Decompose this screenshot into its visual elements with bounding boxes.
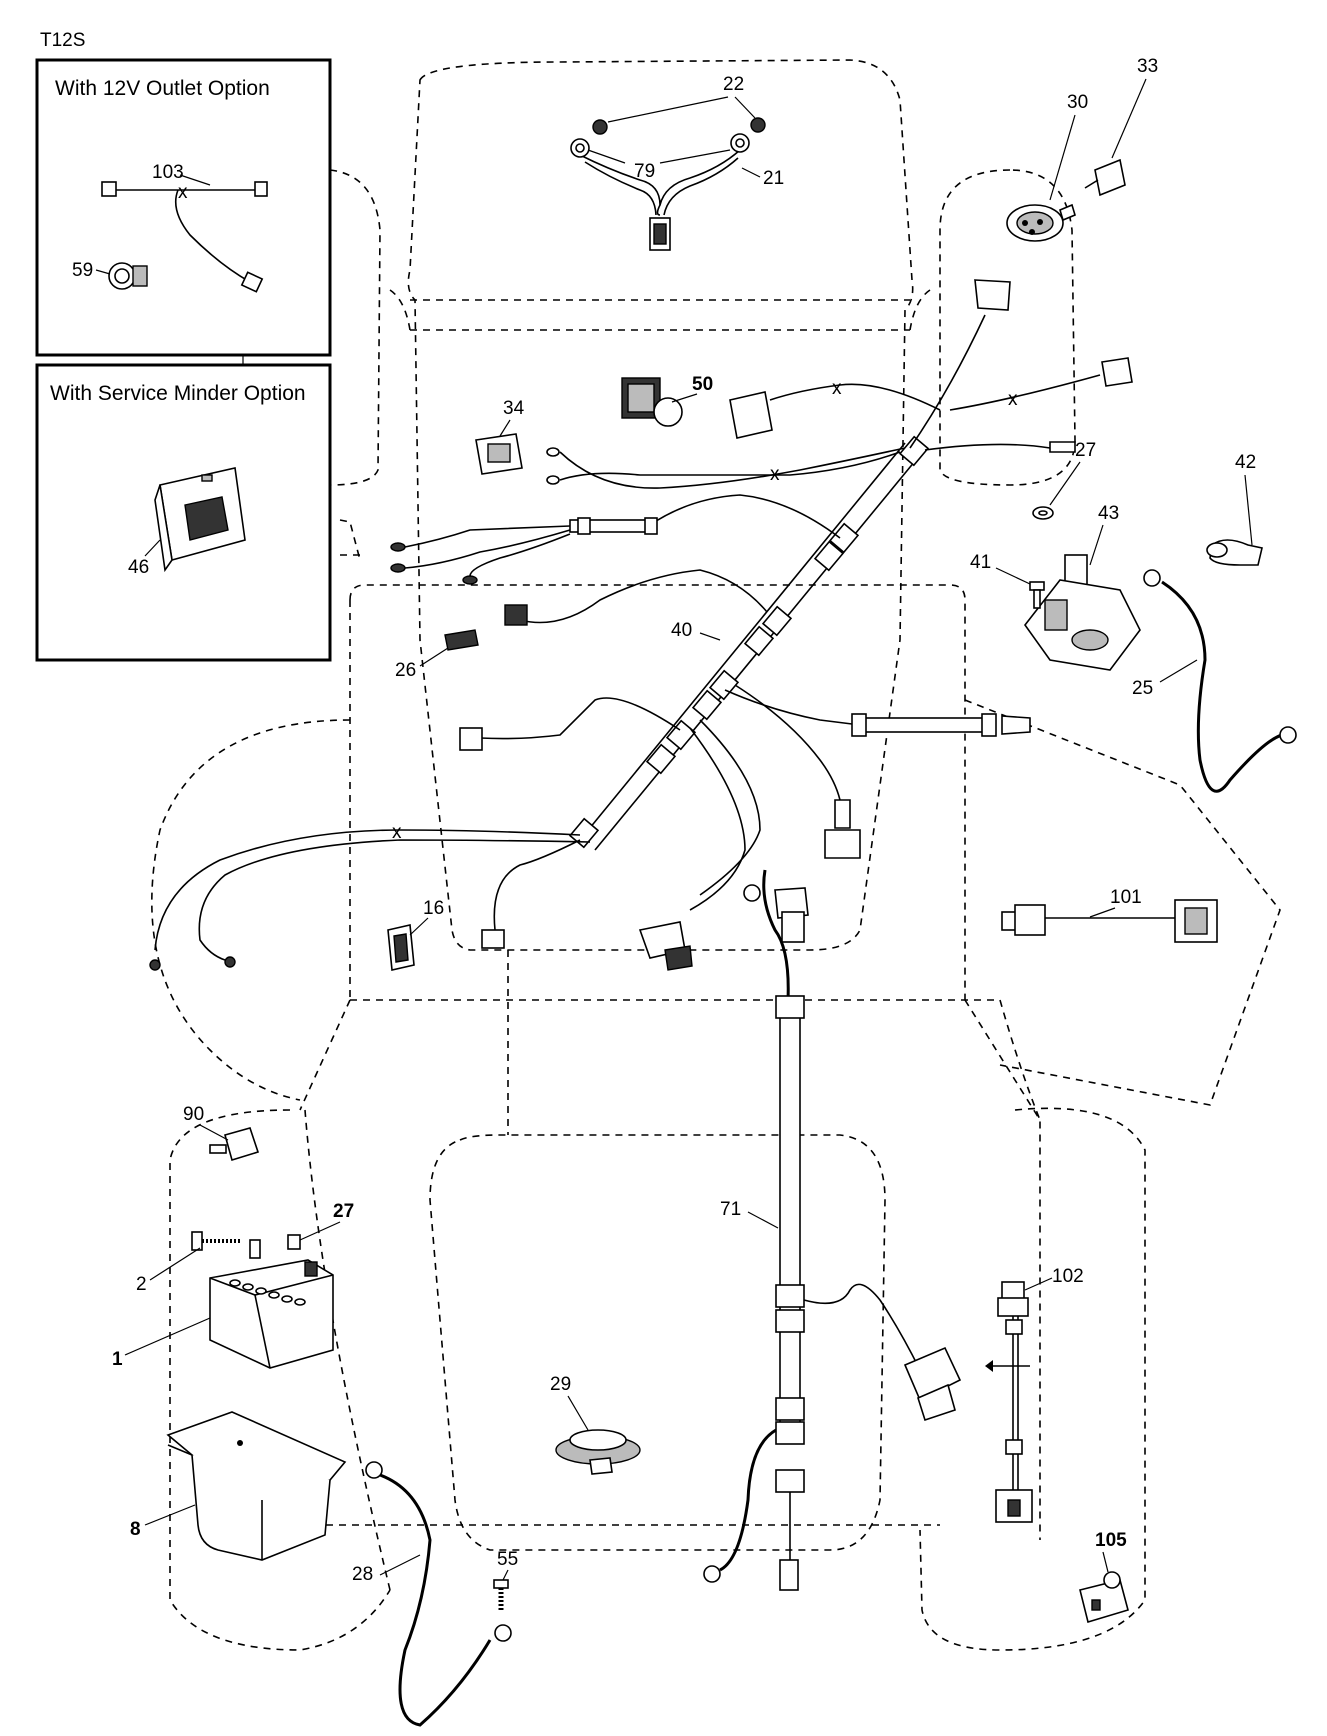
svg-text:x: x [832, 378, 842, 399]
callout-16: 16 [423, 898, 444, 919]
cable-28 [365, 1461, 512, 1727]
battery-tray-8-icon [166, 1411, 347, 1561]
inset-service-minder-option: With Service Minder Option 46 [35, 363, 332, 662]
svg-text:x: x [770, 464, 780, 485]
callout-105: 105 [1095, 1530, 1127, 1551]
switch-34-icon [475, 433, 523, 475]
relay-16-icon [387, 924, 415, 971]
callout-29: 29 [550, 1374, 571, 1395]
cable-25 [1143, 569, 1297, 793]
relay-105-icon [1079, 1571, 1129, 1624]
callout-79: 79 [634, 161, 655, 182]
inset-title-outlet: With 12V Outlet Option [55, 77, 270, 100]
terminal-boot-42-icon [1206, 539, 1263, 566]
bolt-2-icon [191, 1231, 240, 1251]
callout-27-top: 27 [1075, 440, 1096, 461]
connector-icon [254, 181, 268, 197]
bolt-41-icon [1029, 581, 1045, 609]
ignition-switch-30-icon [1006, 203, 1076, 242]
key-33-icon [1084, 158, 1126, 197]
callout-50: 50 [692, 374, 713, 395]
svg-text:x: x [1008, 389, 1018, 410]
screw-55-icon [493, 1579, 509, 1612]
callout-103: 103 [152, 162, 184, 183]
model-code: T12S [40, 30, 85, 51]
main-harness-40: x x x [390, 279, 1133, 971]
callout-27-bottom: 27 [333, 1201, 354, 1222]
nut-27-bottom-icon [287, 1234, 301, 1250]
callout-26: 26 [395, 660, 416, 681]
callout-71: 71 [720, 1199, 741, 1220]
svg-text:x: x [392, 822, 402, 843]
callout-25: 25 [1132, 678, 1153, 699]
left-ground-wire: x [149, 822, 591, 971]
callout-34: 34 [503, 398, 525, 419]
callout-41: 41 [970, 552, 991, 573]
callout-43: 43 [1098, 503, 1119, 524]
battery-1-icon [209, 1239, 334, 1369]
callout-8: 8 [130, 1519, 141, 1540]
headlight-harness [570, 117, 766, 251]
nut-27-icon [1032, 506, 1054, 520]
callout-22: 22 [723, 74, 744, 95]
rear-harness-71 [703, 869, 962, 1591]
callout-46: 46 [128, 557, 149, 578]
tractor-outline [151, 59, 1281, 1651]
inset-12v-outlet-option: With 12V Outlet Option x 103 59 [35, 58, 332, 357]
switch-50-icon [621, 377, 683, 427]
connector-icon [101, 181, 117, 197]
callout-21: 21 [763, 168, 784, 189]
callout-59: 59 [72, 260, 93, 281]
adapter-harness-101 [1001, 899, 1218, 943]
harness-102 [985, 1281, 1033, 1523]
callout-30: 30 [1067, 92, 1088, 113]
callout-102: 102 [1052, 1266, 1084, 1287]
callout-2: 2 [136, 1274, 147, 1295]
callout-90: 90 [183, 1104, 204, 1125]
solenoid-43-icon [1024, 554, 1141, 671]
fuse-holder-26-icon [444, 629, 479, 651]
callout-101: 101 [1110, 887, 1142, 908]
inset-title-service-minder: With Service Minder Option [50, 382, 306, 405]
callout-1: 1 [112, 1349, 123, 1370]
outlet-59-icon [108, 262, 148, 290]
item-90-icon [209, 1127, 260, 1162]
callout-33: 33 [1137, 56, 1158, 77]
callout-42: 42 [1235, 452, 1256, 473]
svg-text:x: x [178, 182, 188, 203]
service-minder-46-icon [154, 467, 246, 573]
callout-55: 55 [497, 1549, 518, 1570]
callout-28: 28 [352, 1564, 373, 1585]
seat-switch-29-icon [555, 1429, 641, 1475]
callout-40: 40 [671, 620, 692, 641]
